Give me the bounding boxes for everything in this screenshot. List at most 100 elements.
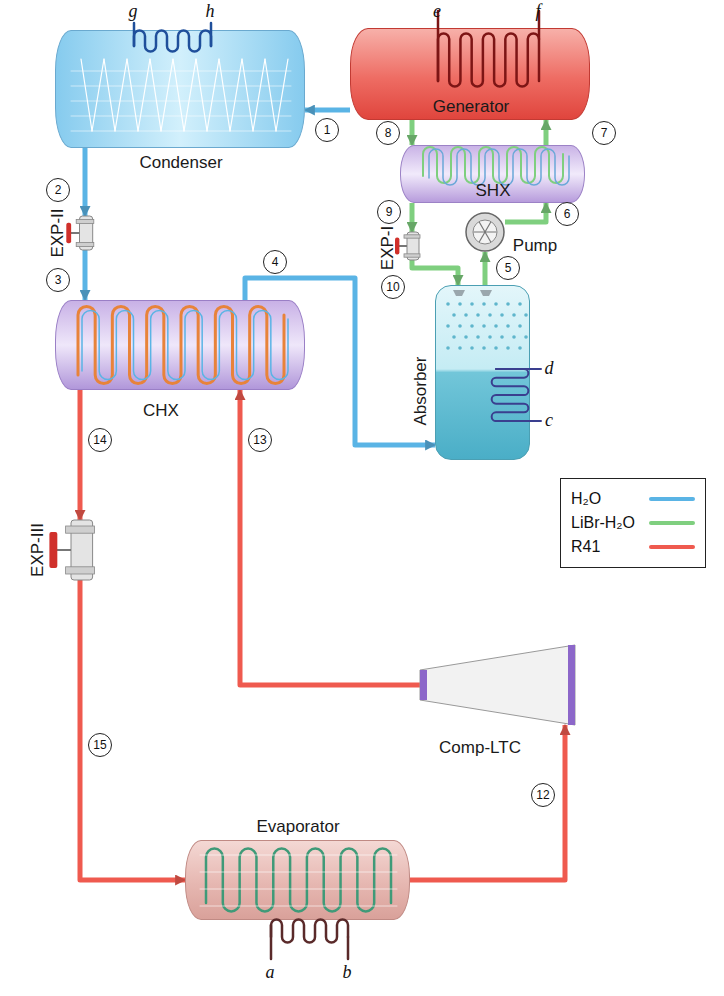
heating-coil <box>438 33 539 86</box>
cooling-coil <box>492 369 529 421</box>
impeller-blade <box>485 231 496 232</box>
solution-tube <box>429 149 569 185</box>
impeller-blade <box>480 232 486 242</box>
pump-impeller <box>473 220 497 244</box>
liquid-line <box>71 131 291 132</box>
node-label: Generator <box>433 98 510 117</box>
callout-number: 5 <box>496 256 520 280</box>
condenser-tube <box>81 59 92 131</box>
condenser-tube <box>150 59 161 131</box>
legend-text: H₂O <box>571 490 601 508</box>
spray-drop <box>452 313 456 317</box>
spray-nozzle <box>480 290 492 296</box>
node-label: EXP-II <box>49 208 68 257</box>
legend-box: H₂OLiBr-H₂OR41 <box>560 478 706 568</box>
legend-text: R41 <box>571 538 600 556</box>
callout-number: 3 <box>46 268 70 292</box>
pipe <box>83 148 88 216</box>
spray-drop <box>458 324 462 328</box>
condenser-tube <box>207 59 219 131</box>
valve-handle <box>66 223 71 243</box>
spray-drop <box>506 324 510 328</box>
pipe <box>240 390 420 685</box>
impeller-blade <box>480 222 486 232</box>
solution-heat-exchanger: SHX <box>400 145 585 203</box>
valve-flange <box>66 567 95 574</box>
liquid-line <box>71 86 291 87</box>
spray-drop <box>464 335 468 339</box>
legend-swatch <box>649 521 695 525</box>
legend-swatch <box>649 497 695 501</box>
coil-stub <box>438 11 539 81</box>
spray-drop <box>488 335 492 339</box>
spray-drop <box>446 302 450 306</box>
liquid-line <box>71 116 291 117</box>
port-letter: c <box>545 411 553 429</box>
coil-stub <box>271 925 348 959</box>
valve-flange <box>76 219 94 223</box>
compressor-body <box>420 645 575 725</box>
spray-drop <box>470 324 474 328</box>
pipe <box>412 260 458 285</box>
spray-drop <box>446 346 450 350</box>
node-label: Absorber <box>412 357 431 426</box>
valve-flange <box>76 243 94 247</box>
callout-number: 6 <box>555 202 579 226</box>
condenser-tube <box>161 59 173 131</box>
condenser-tube <box>230 59 242 131</box>
spray-drop <box>470 346 474 350</box>
valve-flange <box>404 254 420 257</box>
legend-swatch <box>649 545 695 549</box>
condenser-tube <box>115 59 127 131</box>
evaporator-tube <box>206 849 391 912</box>
chilled-coil <box>271 920 348 943</box>
shape-art <box>62 520 98 580</box>
condenser-tube <box>196 59 207 131</box>
legend-row: H₂O <box>571 487 695 511</box>
condenser-tube <box>173 59 184 131</box>
node-label: Comp-LTC <box>439 739 521 758</box>
spray-drop <box>476 313 480 317</box>
liquid-line <box>200 872 397 873</box>
node-label: Pump <box>513 237 557 256</box>
spray-drop <box>476 335 480 339</box>
legend-row: R41 <box>571 535 695 559</box>
port-letter: b <box>343 963 352 981</box>
spray-drop <box>518 346 522 350</box>
condenser-tube <box>219 59 230 131</box>
spray-drop <box>500 335 504 339</box>
node-label: CHX <box>143 402 179 421</box>
callout-number: 1 <box>315 118 339 142</box>
impeller-blade <box>485 222 491 232</box>
shape-art <box>465 212 505 252</box>
expansion-valve: EXP-III <box>62 520 98 580</box>
spray-drop <box>464 313 468 317</box>
spray-drop <box>506 346 510 350</box>
spray-drop <box>512 335 516 339</box>
spray-drop <box>446 324 450 328</box>
condenser-tube <box>242 59 253 131</box>
expansion-valve: EXP-I <box>402 232 422 260</box>
spray-drop <box>458 302 462 306</box>
pipe <box>544 120 549 145</box>
valve-handle <box>49 532 57 568</box>
liquid-line <box>200 855 397 856</box>
impeller-blade <box>474 231 485 232</box>
condenser-tube <box>184 59 196 131</box>
spray-drop <box>494 302 498 306</box>
spray-drop <box>458 346 462 350</box>
callout-number: 15 <box>88 733 112 757</box>
valve-flange <box>66 526 95 533</box>
pipe <box>78 390 83 520</box>
spray-drop <box>524 313 528 317</box>
condenser-tube <box>127 59 138 131</box>
callout-number: 13 <box>248 428 272 452</box>
port-letter: e <box>433 2 441 20</box>
spray-drop <box>452 335 456 339</box>
pipe <box>505 203 546 222</box>
node-label: Condenser <box>139 154 222 173</box>
impeller-blade <box>485 232 491 242</box>
liquid-line <box>200 906 397 907</box>
cascade-heat-exchanger: CHX <box>55 300 305 390</box>
spray-drop <box>470 302 474 306</box>
